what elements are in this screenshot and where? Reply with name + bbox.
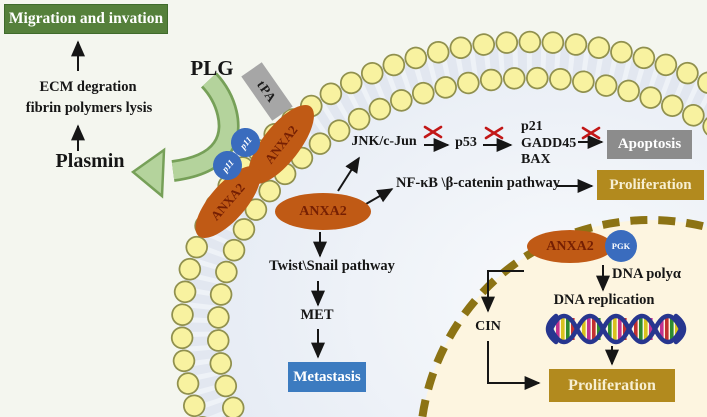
plasma-membrane <box>170 30 707 417</box>
met-label: MET <box>300 307 334 323</box>
proliferation-box-cytoplasm: Proliferation <box>597 170 704 200</box>
cin-label: CIN <box>475 319 501 334</box>
p21-gadd45-bax-group: p21 GADD45 BAX <box>521 119 576 169</box>
nucleus-boundary <box>418 216 707 417</box>
metastasis-box: Metastasis <box>288 362 366 392</box>
migration-invasion-box: Migration and invation <box>4 4 168 34</box>
ecm-degradation-label: ECM degration <box>39 79 137 95</box>
outer-lipid-heads <box>172 32 707 417</box>
plg-to-plasmin-green-arrow <box>130 72 240 199</box>
dna-poly-alpha-label: DNA polyα <box>612 266 681 282</box>
jnk-cjun-label: JNK/c-Jun <box>351 134 417 149</box>
proliferation-box-nucleus: Proliferation <box>549 369 675 402</box>
nfkb-bcatenin-label: NF-κB \β-catenin pathway <box>396 175 560 191</box>
inner-lipid-heads <box>208 68 707 417</box>
plasmin-label: Plasmin <box>55 150 125 172</box>
pathway-arrows <box>71 40 619 390</box>
gadd45-label: GADD45 <box>521 135 577 151</box>
p53-label: p53 <box>455 135 477 150</box>
dna-replication-label: DNA replication <box>553 292 655 308</box>
bax-label: BAX <box>521 152 551 167</box>
dna-helix <box>545 313 687 345</box>
fibrin-lysis-label: fibrin polymers lysis <box>25 100 153 116</box>
anxa2-nucleus: ANXA2 <box>527 230 613 263</box>
inhibition-x-marks <box>423 125 601 140</box>
pgk-subunit: PGK <box>605 230 637 262</box>
plg-label: PLG <box>190 56 234 80</box>
twist-snail-label: Twist\Snail pathway <box>269 258 395 274</box>
anxa2-cytoplasm: ANXA2 <box>275 193 371 230</box>
apoptosis-box: Apoptosis <box>607 130 692 159</box>
p21-label: p21 <box>521 119 543 134</box>
